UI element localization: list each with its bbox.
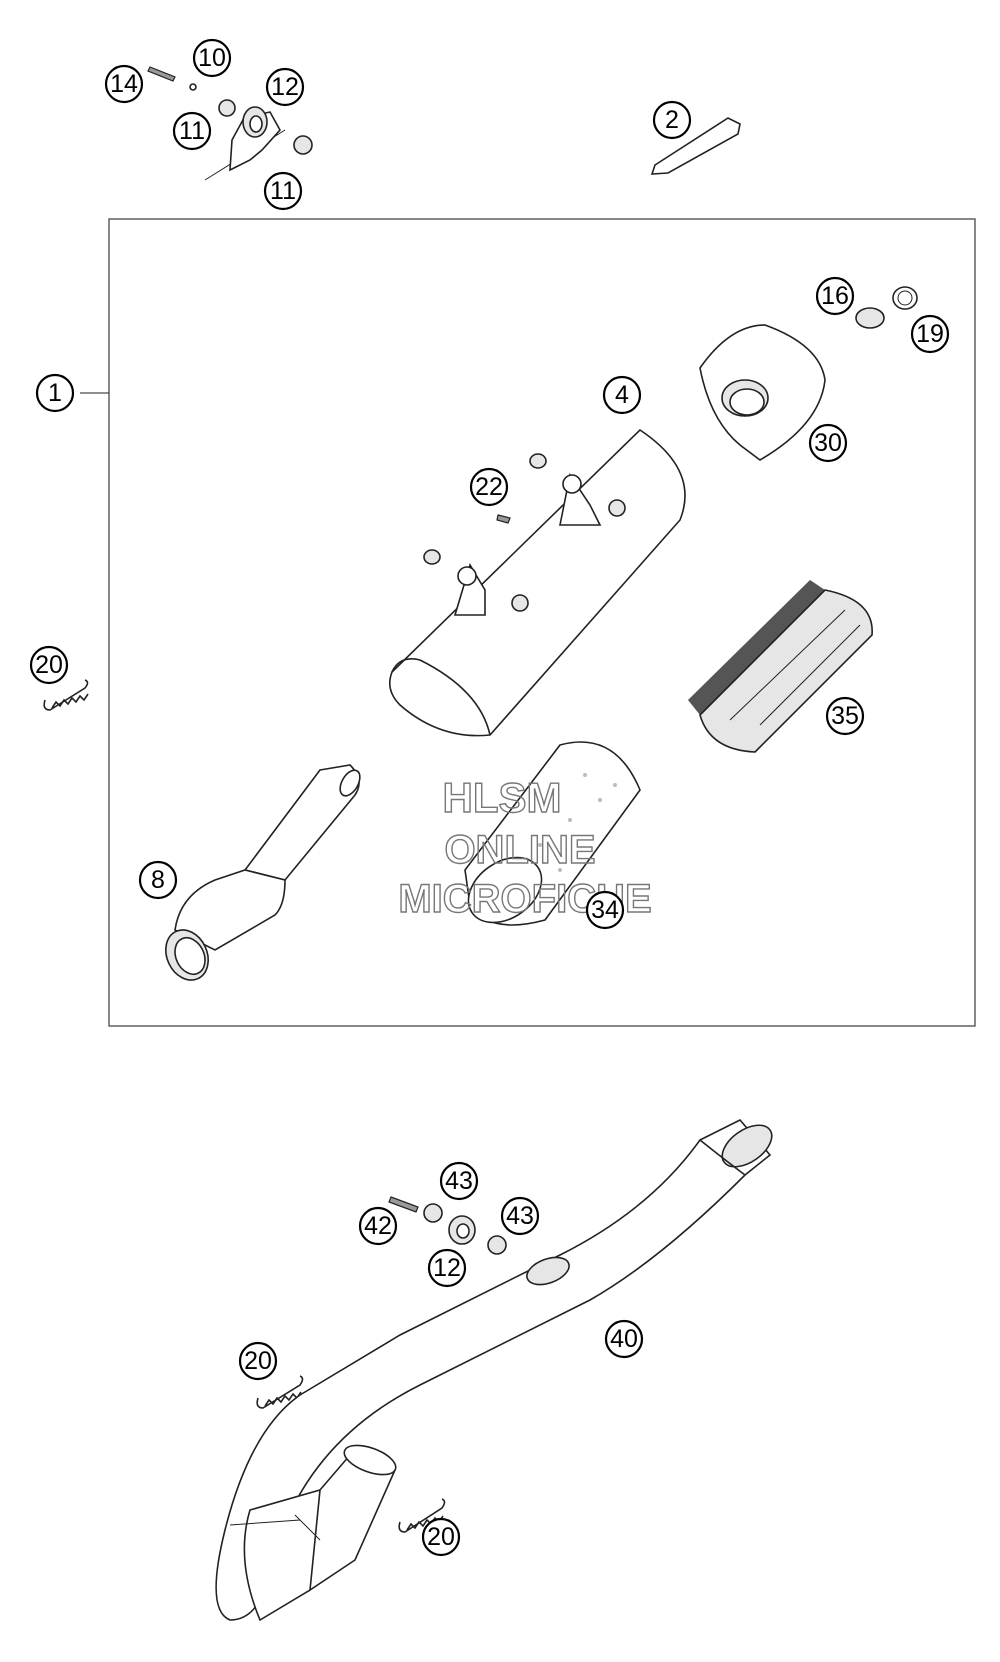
svg-text:12: 12 [433,1254,461,1282]
svg-text:42: 42 [364,1212,392,1240]
callout-22: 22 [469,467,509,507]
callout-1: 1 [35,373,75,413]
callout-43-right: 43 [500,1196,540,1236]
svg-text:43: 43 [506,1202,534,1230]
svg-text:35: 35 [831,702,859,730]
ring-16 [855,307,885,329]
callout-4: 4 [602,375,642,415]
silencer-inlet-pipe [165,764,361,981]
callout-19: 19 [910,314,950,354]
muffler-body [389,428,686,737]
sleeve-19 [892,286,918,310]
callout-30: 30 [808,423,848,463]
callout-34: 34 [585,890,625,930]
watermark-line-1: HLSM [443,774,562,821]
callout-2: 2 [652,100,692,140]
svg-text:19: 19 [916,320,944,348]
svg-text:10: 10 [198,44,226,72]
muffler-end-cap [699,324,826,461]
spring-20-left [43,679,89,711]
callout-8: 8 [138,860,178,900]
callout-12-top: 12 [265,67,305,107]
svg-text:8: 8 [151,866,165,894]
heat-shield-strip [650,117,741,175]
svg-text:14: 14 [110,70,138,98]
callout-12-bottom: 12 [427,1248,467,1288]
svg-text:43: 43 [445,1167,473,1195]
callout-20-left: 20 [29,645,69,685]
svg-text:20: 20 [427,1523,455,1551]
callout-16: 16 [815,276,855,316]
svg-text:16: 16 [821,282,849,310]
svg-text:11: 11 [179,117,205,145]
svg-text:40: 40 [610,1325,638,1353]
svg-text:4: 4 [615,381,629,409]
spring-20-mid [256,1375,304,1409]
callout-11-top: 11 [172,111,212,151]
svg-text:20: 20 [244,1347,272,1375]
svg-text:1: 1 [48,379,62,407]
exhaust-header-pipe [215,1119,773,1622]
watermark-line-2: ONLINE [444,828,595,872]
svg-text:20: 20 [35,651,63,679]
callout-35: 35 [825,696,865,736]
assembly-frame [108,218,976,1027]
callout-10: 10 [192,38,232,78]
callout-43-top: 43 [439,1161,479,1201]
svg-text:11: 11 [270,177,296,205]
callout-42: 42 [358,1206,398,1246]
callout-20-bottom: 20 [421,1517,461,1557]
muffler-bracket-group [147,66,313,181]
packing-tube [464,741,641,926]
callout-11-bottom: 11 [263,171,303,211]
svg-text:2: 2 [665,106,679,134]
header-bracket-group [388,1196,507,1255]
svg-text:34: 34 [591,896,619,924]
callout-14: 14 [104,64,144,104]
svg-text:12: 12 [271,73,299,101]
insulation-mat [688,580,873,753]
svg-text:30: 30 [814,429,842,457]
callout-40: 40 [604,1319,644,1359]
svg-text:22: 22 [475,473,503,501]
callout-20-mid: 20 [238,1341,278,1381]
